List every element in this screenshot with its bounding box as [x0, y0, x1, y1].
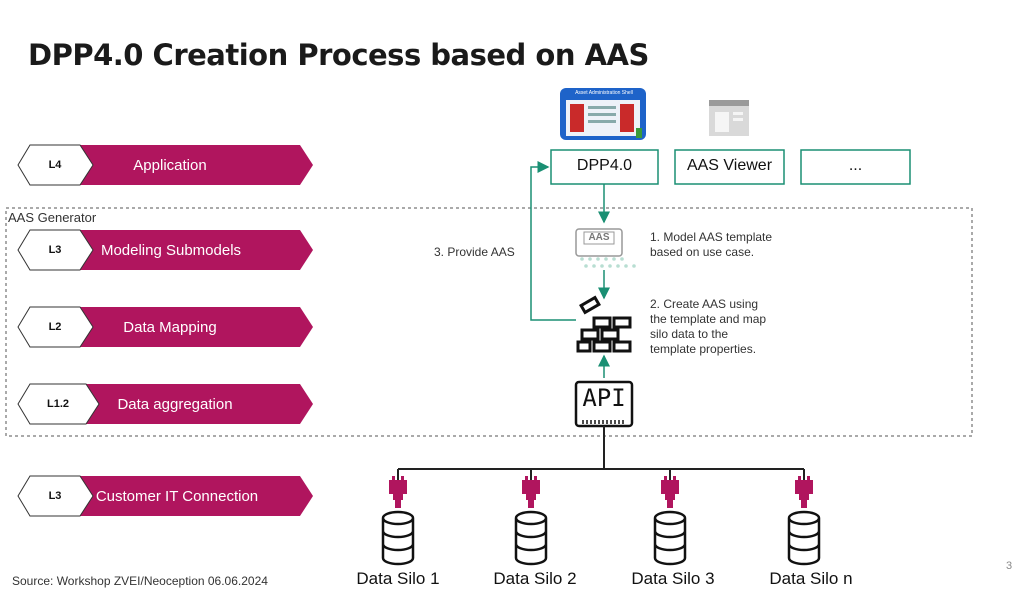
silo-label-1: Data Silo 1 [356, 569, 440, 588]
silo-label-3: Data Silo 3 [631, 569, 715, 588]
layer-code-l2: L2 [48, 321, 62, 333]
layer-name-modeling: Modeling Submodels [100, 242, 242, 259]
layer-name-it-connection: Customer IT Connection [95, 488, 259, 505]
connection-tree [397, 426, 805, 480]
layer-l3-modeling [17, 229, 313, 271]
silo-label-n: Data Silo n [769, 569, 853, 588]
silo-4-icon [787, 476, 821, 566]
source-footnote: Source: Workshop ZVEI/Neoception 06.06.2… [12, 574, 268, 588]
silo-1-icon [381, 476, 415, 566]
layer-code-l12: L1.2 [46, 398, 69, 410]
aas-generator-label: AAS Generator [8, 210, 97, 225]
layer-name-application: Application [133, 157, 207, 174]
silo-label-2: Data Silo 2 [493, 569, 577, 588]
layer-l2 [17, 306, 313, 348]
layer-name-aggregation: Data aggregation [117, 396, 233, 413]
silo-3-icon [653, 476, 687, 566]
aas-generator-group [5, 207, 973, 437]
provide-aas-label: 3. Provide AAS [434, 245, 515, 259]
page-number: 3 [1006, 560, 1013, 572]
silo-2-icon [514, 476, 548, 566]
bricks-icon [576, 295, 632, 353]
layer-code-l4: L4 [48, 159, 62, 171]
more-box [800, 149, 911, 185]
layer-code-l3: L3 [48, 244, 62, 256]
silos-group [381, 476, 821, 566]
dpp-box [550, 149, 659, 185]
aas-shell-image [560, 88, 646, 140]
aas-viewer-box [674, 149, 785, 185]
aas-template-text: AAS [588, 232, 610, 243]
api-label: API [582, 384, 626, 412]
more-label[interactable]: ... [848, 157, 863, 174]
layer-code-l3-it: L3 [48, 490, 62, 502]
document-viewer-icon [709, 100, 749, 136]
layer-l12 [17, 383, 313, 425]
layer-l3-it [17, 475, 313, 517]
dpp-label[interactable]: DPP4.0 [576, 157, 633, 174]
aas-template-icon [575, 228, 636, 268]
layer-l4 [17, 144, 313, 186]
layer-name-mapping: Data Mapping [123, 319, 217, 336]
page-title: DPP4.0 Creation Process based on AAS [28, 38, 649, 72]
aas-shell-label: Asset Administration Shell [575, 90, 633, 96]
aas-viewer-label[interactable]: AAS Viewer [686, 157, 773, 174]
